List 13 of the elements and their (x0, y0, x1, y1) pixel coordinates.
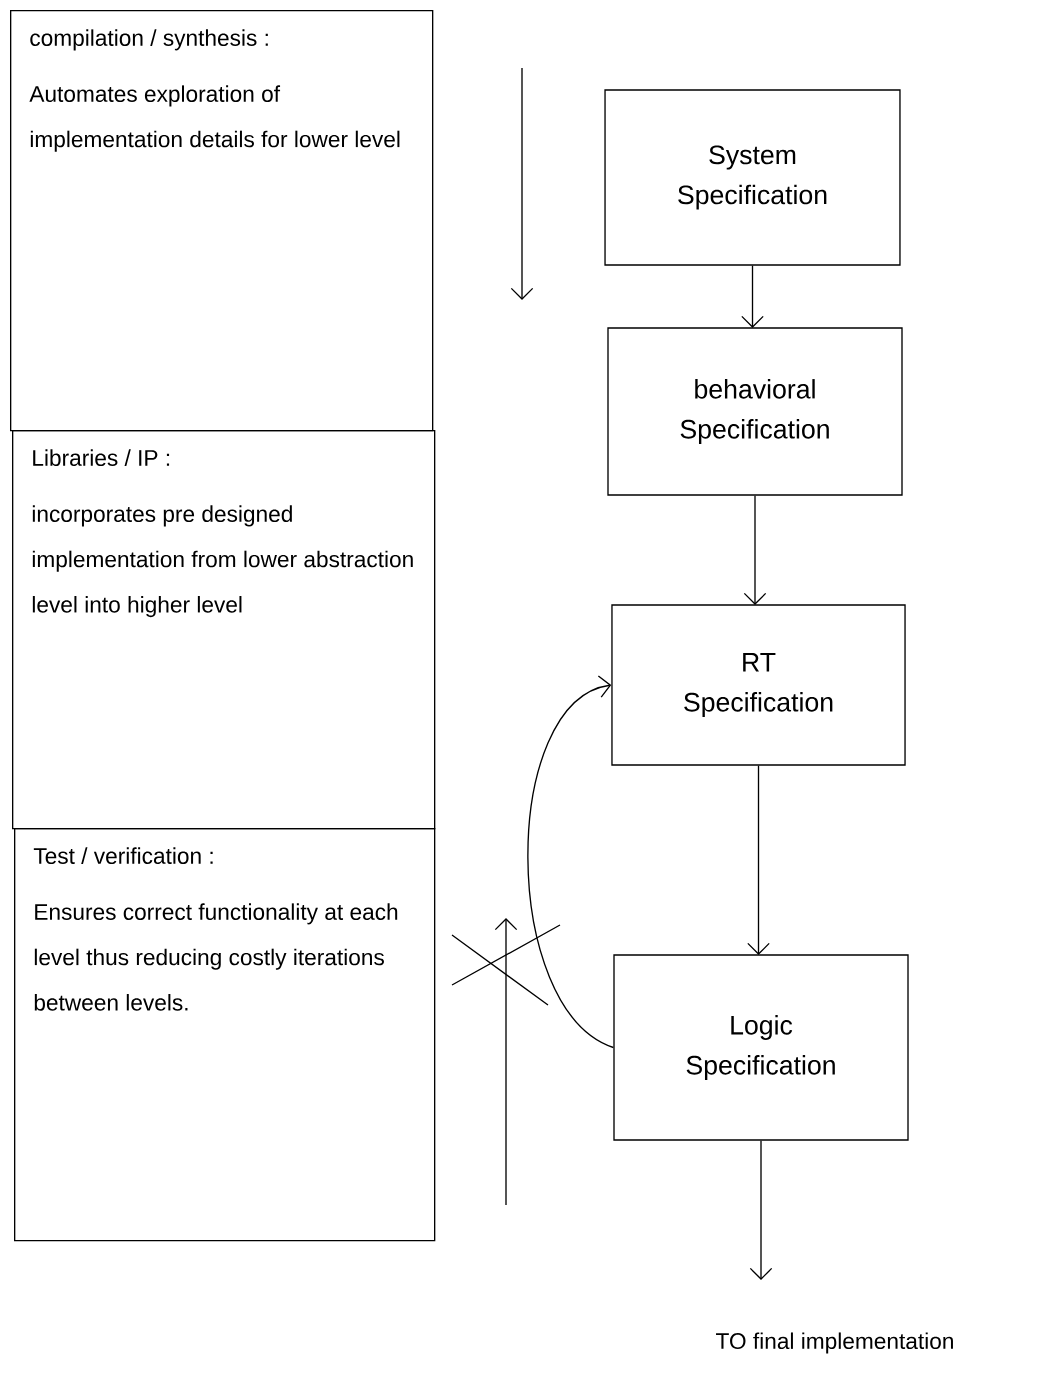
process-box: Logic Specification (613, 954, 909, 1141)
description-box: Test / verification : Ensures correct functionality at each level thus reducing costly iterations between levels. (14, 828, 436, 1242)
description-box: Libraries / IP : incorporates pre designed implementation from lower abstraction level into higher level (12, 430, 436, 830)
arrow (741, 264, 764, 328)
arrow (527, 675, 614, 1049)
note-text: TO final implementation (716, 1332, 953, 1354)
process-box: System Specification (604, 89, 901, 266)
arrow (743, 494, 767, 605)
process-box: RT Specification (611, 604, 906, 766)
process-box: behavioral Specification (607, 327, 903, 496)
arrow (749, 1140, 773, 1280)
arrow (747, 765, 770, 955)
description-box: compilation / synthesis : Automates exploration of implementation details for lower level (10, 10, 434, 432)
